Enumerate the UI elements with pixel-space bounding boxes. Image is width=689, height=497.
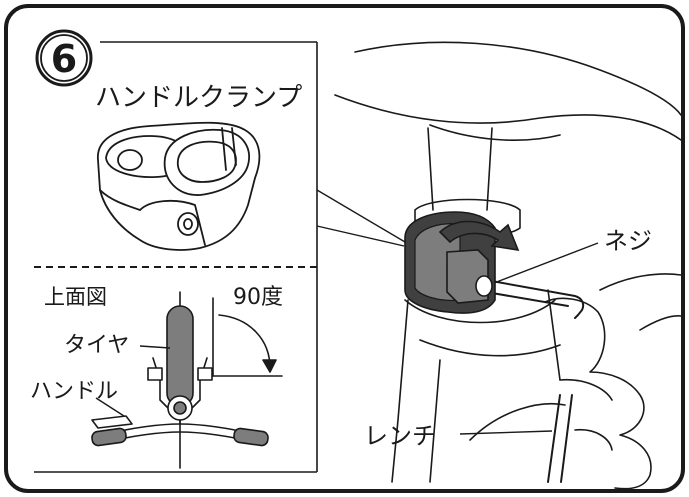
screw-label: ネジ (604, 227, 652, 255)
lower-body-curve (419, 339, 561, 357)
clamp-part-hole (117, 149, 143, 171)
grip-left (91, 427, 127, 447)
hand-outline (544, 297, 652, 490)
wrench-label: レンチ (364, 422, 436, 450)
hand-finger-1 (559, 378, 613, 401)
brake-lever (91, 415, 133, 429)
wrench-body (485, 279, 585, 319)
clamp-part-slot (221, 127, 237, 171)
tire-label: タイヤ (64, 333, 129, 358)
screw-leader-line (493, 242, 599, 284)
wrench-shaft-b (560, 394, 573, 483)
tire (166, 305, 194, 407)
grip-right (233, 427, 269, 447)
angle-label: 90度 (233, 285, 283, 310)
clamp-part-ring-inner (176, 140, 237, 183)
screw-head (475, 275, 493, 297)
rotation-arrow (438, 220, 520, 252)
top-view-drawing (91, 291, 283, 469)
clamp-part-front (139, 199, 206, 246)
handle-label: ハンドル (30, 379, 118, 404)
head-tube-right (547, 289, 561, 381)
hand-back (599, 273, 682, 291)
saddle-edge (429, 124, 561, 141)
head-tube-left (391, 299, 409, 483)
zoom-pointer-top (316, 189, 406, 243)
stem-right-edge (486, 127, 493, 211)
fork-line (429, 359, 441, 483)
hand-back-lower (639, 315, 682, 331)
angle-arrowhead (262, 359, 277, 373)
handle-clamp-part (97, 121, 261, 251)
main-assembly-drawing (334, 41, 682, 490)
wrench-leader-line (459, 430, 553, 435)
saddle-lower-outline (334, 94, 682, 141)
step-number: 6 (51, 37, 77, 81)
hand-thumb (469, 402, 566, 441)
step-number-badge: 6 (35, 29, 93, 87)
stem-left-edge (427, 127, 434, 211)
wrench-body-lower (485, 291, 569, 307)
tire-leader-line (139, 345, 171, 349)
wrench-shaft-a (547, 394, 561, 483)
zoom-pointer-bottom (316, 225, 405, 247)
saddle-outline (354, 41, 682, 116)
top-view-label: 上面図 (44, 285, 107, 309)
hand-finger-2 (574, 428, 613, 451)
part-name: ハンドルクランプ (95, 83, 302, 113)
head-tube-band (404, 299, 556, 324)
installed-clamp (404, 211, 520, 314)
handle-leader-line (95, 397, 125, 417)
